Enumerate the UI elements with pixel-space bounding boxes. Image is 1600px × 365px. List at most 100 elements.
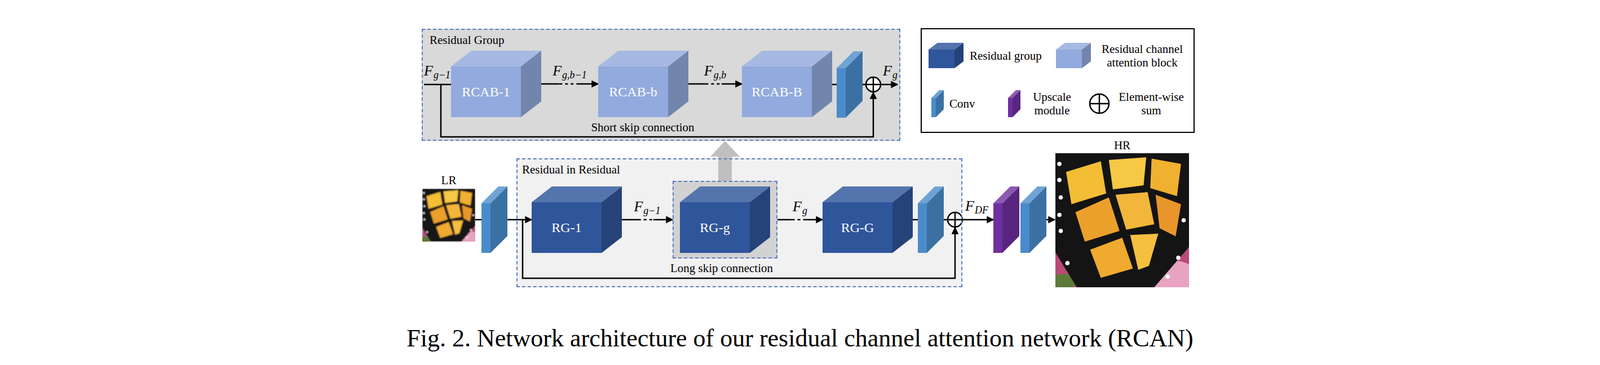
connector-dashes [638,219,654,222]
cube-front-face [679,202,750,254]
sum-circle [865,77,881,92]
wing-cell [435,222,453,238]
wire [880,84,898,86]
legend-swatch [931,90,944,118]
cube-front-face [531,202,602,254]
wing-cell [426,192,443,210]
panel-title: Residual in Residual [522,162,621,178]
image-label: LR [422,171,476,189]
connector-line [805,219,823,222]
wing-spot [422,212,425,215]
edge-label: Fg−1 [633,204,661,218]
wing-cell [445,204,462,219]
legend-text: Conv [949,96,976,111]
wing-cell [1090,237,1134,278]
cube-front-face [1055,49,1082,69]
feature-symbol: FDF [965,204,989,217]
wing-spot [1165,274,1170,280]
connector-line [721,83,742,86]
connector [688,84,742,85]
slab-front-face [836,68,846,118]
legend-text: Residual group [969,49,1042,63]
wing-spot [1058,195,1064,201]
slab-side-face [490,186,508,254]
slab-side-face [1029,186,1047,254]
cube-front-face [451,66,521,118]
cube-figure [451,50,542,118]
sum-cross [1098,94,1101,114]
connector-line [777,219,793,222]
wing-black [422,188,476,242]
hr-image: HR [1055,137,1190,288]
cube-side-face [1081,42,1091,69]
wire [832,84,837,86]
wire [475,219,482,222]
legend-text: Residual channel attention block [1097,42,1188,70]
expand-arrow [710,140,740,181]
block-label: RCAB-B [751,84,802,100]
wing-spot [1057,161,1062,167]
cube-front-face [598,66,669,118]
cube-front-face [741,66,812,118]
wing-cell [1130,233,1159,271]
cube-side-face [811,50,833,118]
wing-cell [1108,157,1147,190]
slab-front-face [993,203,1003,254]
connection-label: Short skip connection [590,120,695,135]
photo [1055,153,1190,288]
cube-figure [679,186,771,254]
panel-ground [516,158,963,288]
block-label: RG-1 [551,219,582,236]
cube-figure [822,186,913,254]
wing-black [1055,153,1190,288]
cube-side-face [668,50,689,118]
edge-label: Fg,b−1 [552,68,587,82]
rcab-block: RCAB-b [598,50,689,118]
connector-line [621,219,639,222]
wire [1046,219,1055,222]
cube-side-face [954,42,964,69]
connector [541,84,599,85]
wire [423,84,452,86]
wire [507,219,532,222]
legend-text: Element-wise sum [1114,90,1189,118]
cube-figure [598,50,689,118]
slab-side-face [1002,186,1020,254]
cube-figure [741,50,833,118]
wing-cell [1115,192,1155,231]
block-label: RG-G [841,219,875,236]
connector [710,140,740,181]
legend-frame [921,28,1195,133]
wing-spot [1176,255,1181,261]
rcab-block: RCAB-B [741,50,833,118]
connector [621,219,673,221]
wire [962,219,994,222]
photo [422,188,476,242]
sum-circle [947,212,963,228]
connector [777,219,823,221]
block-label: RCAB-1 [461,84,510,100]
connector-line [653,219,673,222]
cube-side-face [749,186,771,254]
block-label: RG-g [699,219,730,236]
wing-spot [423,205,426,208]
cube-side-face [892,186,913,254]
slab-side-face [845,51,863,118]
panel-ground [421,28,901,141]
cube-side-face [520,50,542,118]
wing-cell [1066,161,1107,205]
figure-caption: Fig. 2. Network architecture of our resi… [406,324,1193,354]
flower-background [422,188,476,242]
feature-symbol: Fg [882,68,898,82]
wing-spot [1057,213,1062,218]
connector-dashes [792,219,806,222]
wing-spot [472,214,475,216]
lr-image: LR [422,171,476,242]
slab-front-face [481,203,491,254]
residual-group-block: RG-g [672,180,778,259]
edge-label: Fg [792,204,808,218]
legend-swatch [1055,42,1091,69]
wing-cell [452,220,464,235]
legend-swatch [928,42,964,69]
wing-spot [465,236,468,239]
